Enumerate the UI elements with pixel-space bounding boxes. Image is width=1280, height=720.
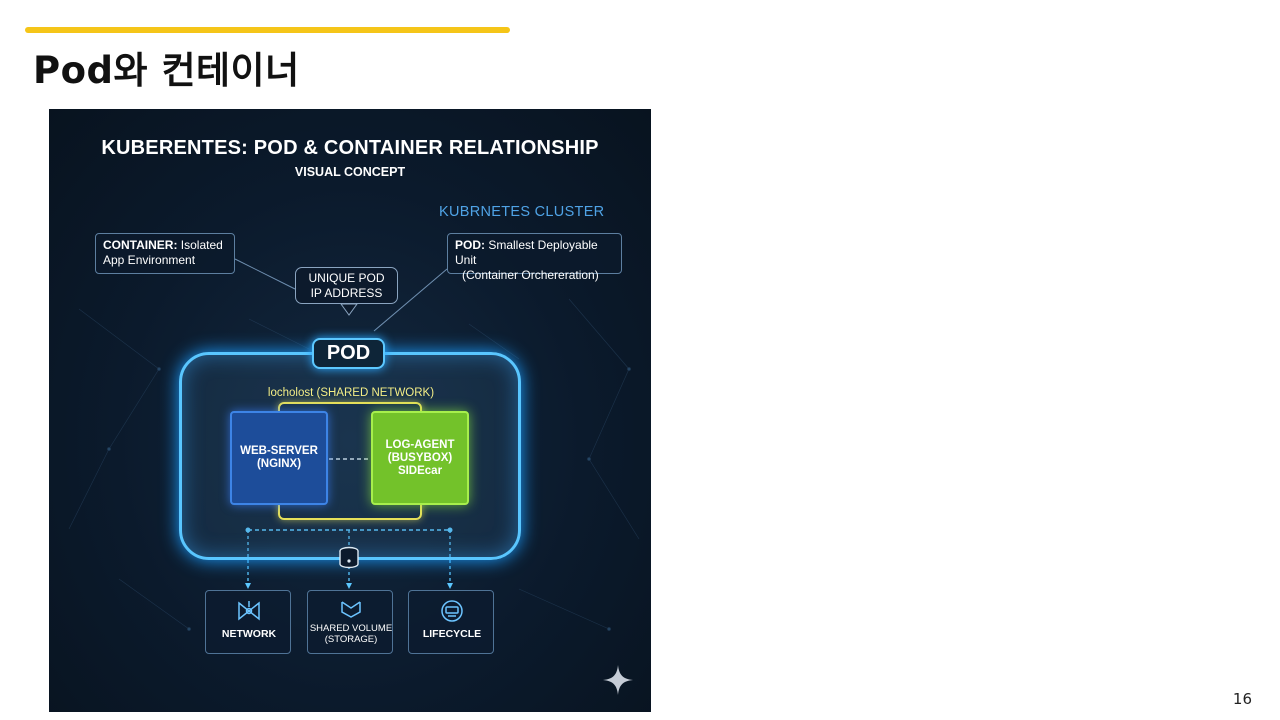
container-callout-text-2: App Environment — [103, 253, 196, 267]
log-agent-container: LOG-AGENT (BUSYBOX) SIDEcar — [371, 411, 469, 505]
diagram-subtitle: VISUAL CONCEPT — [294, 165, 406, 179]
shared-volume-line-2: (STORAGE) — [324, 634, 378, 645]
web-server-image: (NGINX) — [256, 458, 302, 470]
cluster-label: KUBRNETES CLUSTER — [439, 204, 605, 220]
container-callout: CONTAINER: Isolated App Environment — [95, 233, 235, 274]
diagram-connector-lines — [68, 258, 640, 631]
network-icon — [238, 601, 260, 621]
shared-volume-label: SHARED VOLUME (STORAGE) — [308, 623, 394, 645]
sparkle-icon — [603, 665, 633, 695]
shared-volume-resource: SHARED VOLUME (STORAGE) — [307, 590, 393, 654]
pod-ip-line-2: IP ADDRESS — [310, 286, 383, 300]
web-server-container: WEB-SERVER (NGINX) — [230, 411, 328, 505]
network-label: NETWORK — [221, 628, 277, 640]
page-number: 16 — [1232, 690, 1252, 708]
pod-callout: POD: Smallest Deployable Unit (Container… — [447, 233, 622, 282]
slide-title: Pod와 컨테이너 — [33, 49, 300, 92]
container-callout-text-1: Isolated — [177, 238, 223, 252]
container-callout-term: CONTAINER: — [103, 238, 178, 252]
shared-network-label: locholost (SHARED NETWORK) — [267, 387, 435, 399]
lifecycle-label: LIFECYCLE — [422, 628, 482, 640]
pod-callout-term: POD: — [455, 238, 485, 252]
web-server-name: WEB-SERVER — [240, 445, 318, 457]
diagram-title: KUBERENTES: POD & CONTAINER RELATIONSHIP — [101, 137, 599, 159]
log-agent-name: LOG-AGENT — [385, 438, 455, 451]
pod-callout-text-2: (Container Orchereration) — [462, 268, 599, 282]
network-resource: NETWORK — [205, 590, 291, 654]
title-accent-bar — [25, 27, 510, 33]
pod-callout-text-1: Smallest Deployable Unit — [455, 238, 598, 267]
log-agent-role: SIDEcar — [397, 464, 443, 477]
shared-volume-icon — [341, 601, 361, 618]
pod-ip-line-1: UNIQUE POD — [308, 271, 385, 285]
storage-cylinder-icon — [339, 546, 359, 569]
shared-volume-line-1: SHARED VOLUME — [309, 623, 393, 634]
pod-container-diagram: KUBERENTES: POD & CONTAINER RELATIONSHIP… — [49, 109, 651, 712]
lifecycle-resource: LIFECYCLE — [408, 590, 494, 654]
pod-label: POD — [312, 338, 385, 369]
log-agent-image: (BUSYBOX) — [387, 451, 453, 464]
pod-ip-callout: UNIQUE POD IP ADDRESS — [295, 267, 398, 304]
lifecycle-icon — [441, 600, 463, 622]
